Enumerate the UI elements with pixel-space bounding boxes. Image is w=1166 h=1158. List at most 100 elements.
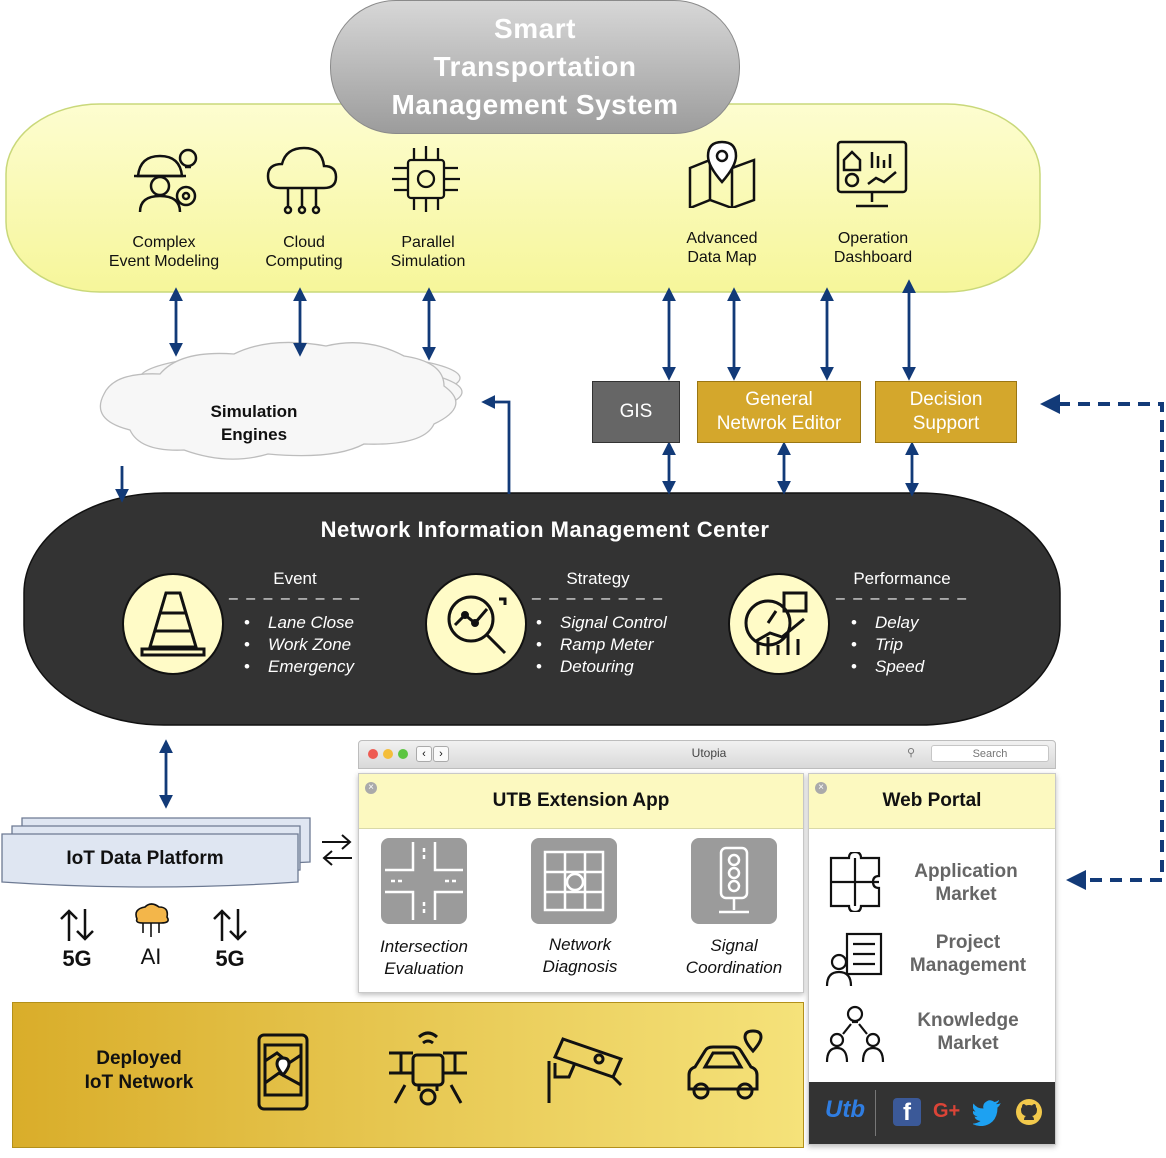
step-line2: Diagnosis bbox=[542, 957, 618, 976]
event-heading: Event bbox=[273, 569, 317, 588]
step-line2: Evaluation bbox=[384, 959, 464, 978]
tech-label: AI bbox=[140, 944, 162, 969]
utb-logo[interactable]: Utb bbox=[825, 1096, 865, 1123]
iot-platform-stack bbox=[1, 817, 311, 888]
google-plus-icon[interactable]: G+ bbox=[933, 1100, 961, 1122]
traffic-cone-icon bbox=[122, 573, 224, 675]
portal-knowledge-market[interactable]: Knowledge Market bbox=[893, 1009, 1043, 1055]
module-parallel-simulation: Parallel Simulation bbox=[358, 233, 498, 271]
utb-title: UTB Extension App bbox=[492, 790, 670, 811]
simulation-line2: Engines bbox=[220, 425, 288, 444]
connected-car-icon bbox=[687, 1029, 763, 1100]
close-icon[interactable]: × bbox=[815, 782, 827, 794]
module-label-line2: Data Map bbox=[687, 249, 757, 266]
step-line1: Network bbox=[548, 935, 612, 954]
module-label-line1: Advanced bbox=[686, 230, 758, 247]
strategy-divider: – – – – – – – – bbox=[531, 590, 665, 607]
close-dot[interactable] bbox=[368, 749, 378, 759]
event-list: Lane Close Work Zone Emergency bbox=[244, 612, 354, 678]
footer-divider bbox=[875, 1090, 876, 1136]
portal-application-market[interactable]: Application Market bbox=[891, 860, 1041, 906]
deployed-label: Deployed IoT Network bbox=[59, 1047, 219, 1095]
security-camera-icon bbox=[547, 1037, 624, 1103]
twitter-icon[interactable] bbox=[973, 1098, 1003, 1126]
portal-footer: Utb f G+ bbox=[809, 1082, 1055, 1144]
iot-platform-label: IoT Data Platform bbox=[66, 848, 224, 869]
tech-label: 5G bbox=[62, 946, 92, 971]
performance-list: Delay Trip Speed bbox=[851, 612, 924, 678]
utb-panel-header: UTB Extension App bbox=[359, 774, 803, 829]
module-label-line1: Operation bbox=[837, 230, 909, 247]
title-line-3: Management System bbox=[391, 89, 679, 120]
deployed-line1: Deployed bbox=[96, 1048, 182, 1069]
zoom-dot[interactable] bbox=[398, 749, 408, 759]
simulation-cloud bbox=[99, 341, 463, 460]
strategy-list: Signal Control Ramp Meter Detouring bbox=[536, 612, 667, 678]
ai-brain-icon bbox=[135, 903, 169, 937]
step-line2: Coordination bbox=[685, 958, 783, 977]
portal-project-management[interactable]: Project Management bbox=[893, 931, 1043, 977]
updown-arrows-icon bbox=[213, 909, 247, 941]
portal-line1: Project bbox=[935, 932, 1001, 953]
chip-icon bbox=[392, 146, 460, 212]
list-item: Trip bbox=[851, 634, 924, 656]
step-line1: Signal bbox=[710, 936, 758, 955]
step-intersection-evaluation: Intersection Evaluation bbox=[359, 936, 489, 980]
tech-5g-right: 5G bbox=[205, 905, 255, 972]
feedback-dashed-arrow bbox=[1040, 394, 1164, 890]
performance-heading: Performance bbox=[853, 569, 951, 588]
web-portal-title: Web Portal bbox=[882, 790, 982, 811]
step-line1: Intersection bbox=[380, 937, 468, 956]
module-advanced-data-map: Advanced Data Map bbox=[652, 229, 792, 267]
list-item: Ramp Meter bbox=[536, 634, 667, 656]
editor-line1: General bbox=[745, 389, 813, 410]
forward-button[interactable]: › bbox=[433, 746, 449, 762]
module-label-line2: Event Modeling bbox=[108, 253, 220, 270]
close-icon[interactable]: × bbox=[365, 782, 377, 794]
back-button[interactable]: ‹ bbox=[416, 746, 432, 762]
github-icon[interactable] bbox=[1015, 1098, 1043, 1126]
performance-divider: – – – – – – – – bbox=[835, 590, 969, 607]
portal-line2: Market bbox=[935, 884, 997, 905]
intersection-icon[interactable] bbox=[381, 838, 467, 924]
list-item: Detouring bbox=[536, 656, 667, 678]
portal-line2: Management bbox=[909, 955, 1027, 976]
simulation-line1: Simulation bbox=[210, 402, 298, 421]
list-item: Signal Control bbox=[536, 612, 667, 634]
simulation-engines-label: Simulation Engines bbox=[184, 400, 324, 446]
module-label-line2: Simulation bbox=[390, 253, 466, 270]
portal-line1: Application bbox=[914, 861, 1018, 882]
web-portal-panel: Web Portal × Application Market Project … bbox=[808, 773, 1056, 1145]
list-item: Work Zone bbox=[244, 634, 354, 656]
module-label-line1: Parallel bbox=[401, 234, 455, 251]
module-complex-event-modeling: Complex Event Modeling bbox=[94, 233, 234, 271]
module-label-line1: Cloud bbox=[283, 234, 325, 251]
minimize-dot[interactable] bbox=[383, 749, 393, 759]
search-icon: ⚲ bbox=[907, 747, 916, 759]
portal-line2: Market bbox=[937, 1033, 999, 1054]
module-label-line2: Dashboard bbox=[833, 249, 913, 266]
deployed-line2: IoT Network bbox=[84, 1072, 194, 1093]
updown-arrows-icon bbox=[60, 909, 94, 941]
list-item: Speed bbox=[851, 656, 924, 678]
tech-ai: AI bbox=[126, 903, 176, 970]
tablet-map-icon bbox=[257, 1033, 309, 1111]
knowledge-share-icon[interactable] bbox=[825, 1004, 885, 1064]
module-operation-dashboard: Operation Dashboard bbox=[803, 229, 943, 267]
search-input[interactable] bbox=[931, 745, 1049, 762]
tech-label: 5G bbox=[215, 946, 245, 971]
cloud-icon bbox=[266, 146, 338, 215]
facebook-icon[interactable]: f bbox=[893, 1098, 921, 1126]
decision-line2: Support bbox=[912, 413, 980, 434]
traffic-light-icon[interactable] bbox=[691, 838, 777, 924]
deployed-iot-bar: Deployed IoT Network bbox=[12, 1002, 804, 1148]
web-portal-header: Web Portal bbox=[809, 774, 1055, 829]
system-title: Smart Transportation Management System bbox=[330, 0, 740, 134]
step-network-diagnosis: Network Diagnosis bbox=[515, 934, 645, 978]
project-board-icon[interactable] bbox=[825, 928, 885, 988]
map-pin-icon bbox=[688, 140, 756, 208]
network-grid-icon[interactable] bbox=[531, 838, 617, 924]
module-cloud-computing: Cloud Computing bbox=[234, 233, 374, 271]
puzzle-icon[interactable] bbox=[825, 852, 885, 912]
